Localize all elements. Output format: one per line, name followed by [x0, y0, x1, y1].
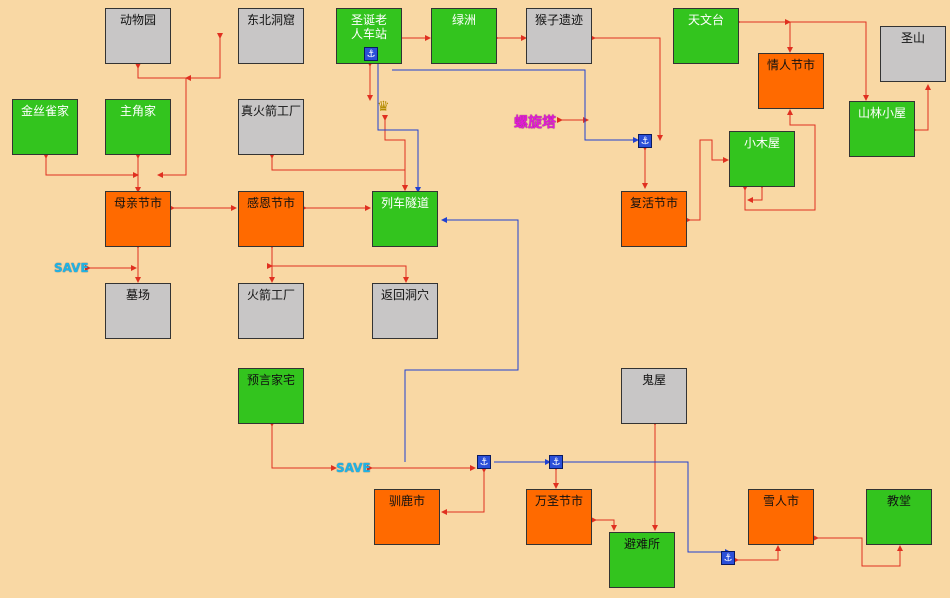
link — [404, 217, 519, 462]
node-monkey-ruins[interactable]: 猴子遗迹 — [526, 8, 592, 64]
link — [813, 535, 903, 567]
node-rocket-factory[interactable]: 火箭工厂 — [238, 283, 304, 339]
link — [43, 153, 139, 178]
link — [735, 19, 793, 53]
spiral-tower-label[interactable]: 螺旋塔 — [514, 115, 556, 131]
node-valentine-market[interactable]: 情人节市 — [758, 53, 824, 109]
node-haunted-house[interactable]: 鬼屋 — [621, 368, 687, 424]
save-point-label: SAVE — [54, 261, 89, 275]
node-shelter[interactable]: 避难所 — [609, 532, 675, 588]
link — [591, 517, 617, 531]
node-small-cabin[interactable]: 小木屋 — [729, 131, 795, 187]
node-zoo[interactable]: 动物园 — [105, 8, 171, 64]
node-graveyard[interactable]: 墓场 — [105, 283, 171, 339]
link — [742, 109, 816, 211]
node-return-cave[interactable]: 返回洞穴 — [372, 283, 438, 339]
anchor-icon[interactable]: ⚓ — [477, 455, 491, 469]
link — [269, 153, 408, 191]
node-oasis[interactable]: 绿洲 — [431, 8, 497, 64]
link — [747, 183, 765, 203]
node-easter-market[interactable]: 复活节市 — [621, 191, 687, 247]
link — [269, 421, 337, 471]
gold-icon: ♛ — [377, 99, 390, 115]
node-reindeer-market[interactable]: 驯鹿市 — [374, 489, 440, 545]
anchor-icon[interactable]: ⚓ — [549, 455, 563, 469]
link — [685, 139, 729, 223]
link — [590, 35, 663, 141]
link — [377, 64, 421, 193]
anchor-icon[interactable]: ⚓ — [364, 47, 378, 61]
anchor-icon[interactable]: ⚓ — [721, 551, 735, 565]
node-halloween-market[interactable]: 万圣节市 — [526, 489, 592, 545]
link — [185, 33, 223, 81]
node-canary-home[interactable]: 金丝雀家 — [12, 99, 78, 155]
node-observatory[interactable]: 天文台 — [673, 8, 739, 64]
node-train-tunnel[interactable]: 列车隧道 — [372, 191, 438, 247]
link — [733, 545, 781, 563]
link — [785, 19, 869, 101]
node-prophet-house[interactable]: 预言家宅 — [238, 368, 304, 424]
node-holy-mountain[interactable]: 圣山 — [880, 26, 946, 82]
link — [267, 263, 409, 283]
node-northeast-cave[interactable]: 东北洞窟 — [238, 8, 304, 64]
link — [563, 461, 731, 555]
node-real-rocket-factory[interactable]: 真火箭工厂 — [238, 99, 304, 155]
link — [911, 84, 931, 133]
link — [392, 69, 639, 143]
link — [441, 467, 487, 515]
node-snowman-market[interactable]: 雪人市 — [748, 489, 814, 545]
node-church[interactable]: 教堂 — [866, 489, 932, 545]
node-mother-market[interactable]: 母亲节市 — [105, 191, 171, 247]
save-point-label: SAVE — [336, 461, 371, 475]
node-mountain-cabin[interactable]: 山林小屋 — [849, 101, 915, 157]
anchor-icon[interactable]: ⚓ — [638, 134, 652, 148]
node-thanks-market[interactable]: 感恩节市 — [238, 191, 304, 247]
node-hero-home[interactable]: 主角家 — [105, 99, 171, 155]
